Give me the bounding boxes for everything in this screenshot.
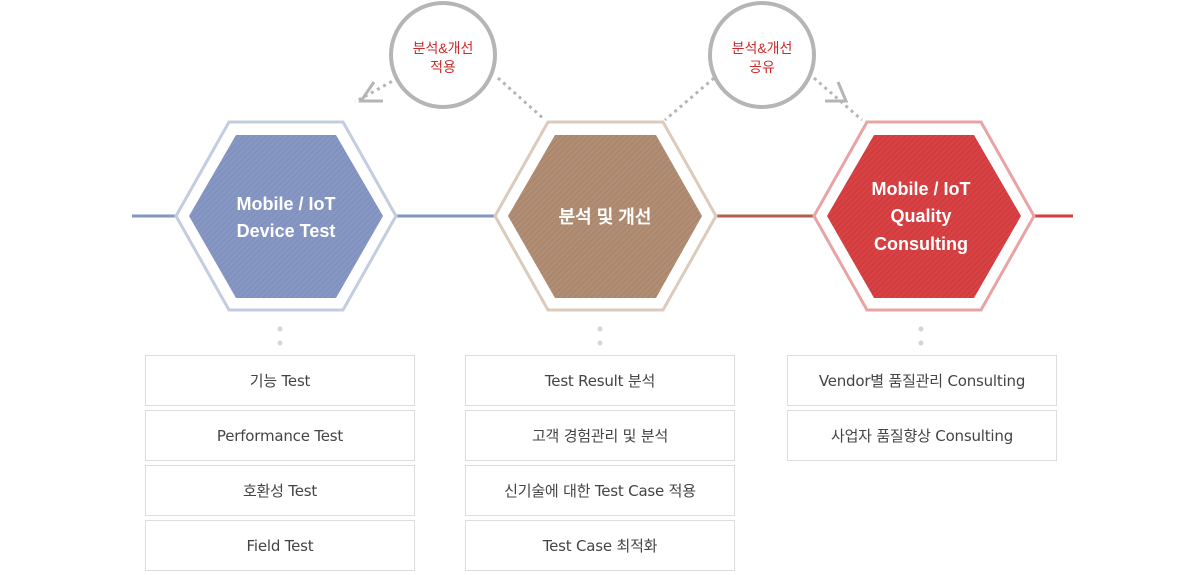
list-item: 고객 경험관리 및 분석 [465, 410, 735, 461]
list-item: 사업자 품질향상 Consulting [787, 410, 1057, 461]
bubble-share-label-2: 공유 [749, 59, 775, 75]
hexagon-analysis-label: 분석 및 개선 [559, 207, 652, 227]
dotted-connector-right-a [664, 76, 715, 122]
dot-divider [918, 326, 924, 332]
dot-divider [597, 340, 603, 346]
consulting-list: Vendor별 품질관리 Consulting 사업자 품질향상 Consult… [787, 355, 1057, 465]
dot-divider [277, 340, 283, 346]
list-item: Vendor별 품질관리 Consulting [787, 355, 1057, 406]
dot-divider [597, 326, 603, 332]
dotted-connector-left-b [497, 76, 546, 122]
hexagon-consulting [827, 135, 1021, 298]
list-item: Test Result 분석 [465, 355, 735, 406]
arrow-left-icon [358, 81, 383, 103]
list-item: 신기술에 대한 Test Case 적용 [465, 465, 735, 516]
list-item: 기능 Test [145, 355, 415, 406]
hexagon-device-test-label-1: Mobile / IoT [237, 194, 336, 214]
list-item: Test Case 최적화 [465, 520, 735, 571]
arrow-right-icon [825, 81, 849, 103]
hexagon-consulting-label-3: Consulting [874, 234, 968, 254]
list-item: 호환성 Test [145, 465, 415, 516]
analysis-list: Test Result 분석 고객 경험관리 및 분석 신기술에 대한 Test… [465, 355, 735, 575]
list-item: Field Test [145, 520, 415, 571]
bubble-apply [389, 1, 497, 109]
dotted-connector-left-a [354, 76, 399, 104]
list-item: Performance Test [145, 410, 415, 461]
bubble-share-label-1: 분석&개선 [732, 40, 793, 56]
bubble-share [708, 1, 816, 109]
hexagon-consulting-label-2: Quality [890, 206, 951, 226]
hexagon-device-test [189, 135, 383, 298]
dot-divider [277, 326, 283, 332]
hexagon-device-test-label-2: Device Test [237, 221, 336, 241]
hexagon-consulting-label-1: Mobile / IoT [872, 179, 971, 199]
bubble-apply-label-1: 분석&개선 [413, 40, 474, 56]
dot-divider [918, 340, 924, 346]
hexagon-analysis [508, 135, 702, 298]
bubble-apply-label-2: 적용 [430, 59, 456, 75]
device-test-list: 기능 Test Performance Test 호환성 Test Field … [145, 355, 415, 575]
